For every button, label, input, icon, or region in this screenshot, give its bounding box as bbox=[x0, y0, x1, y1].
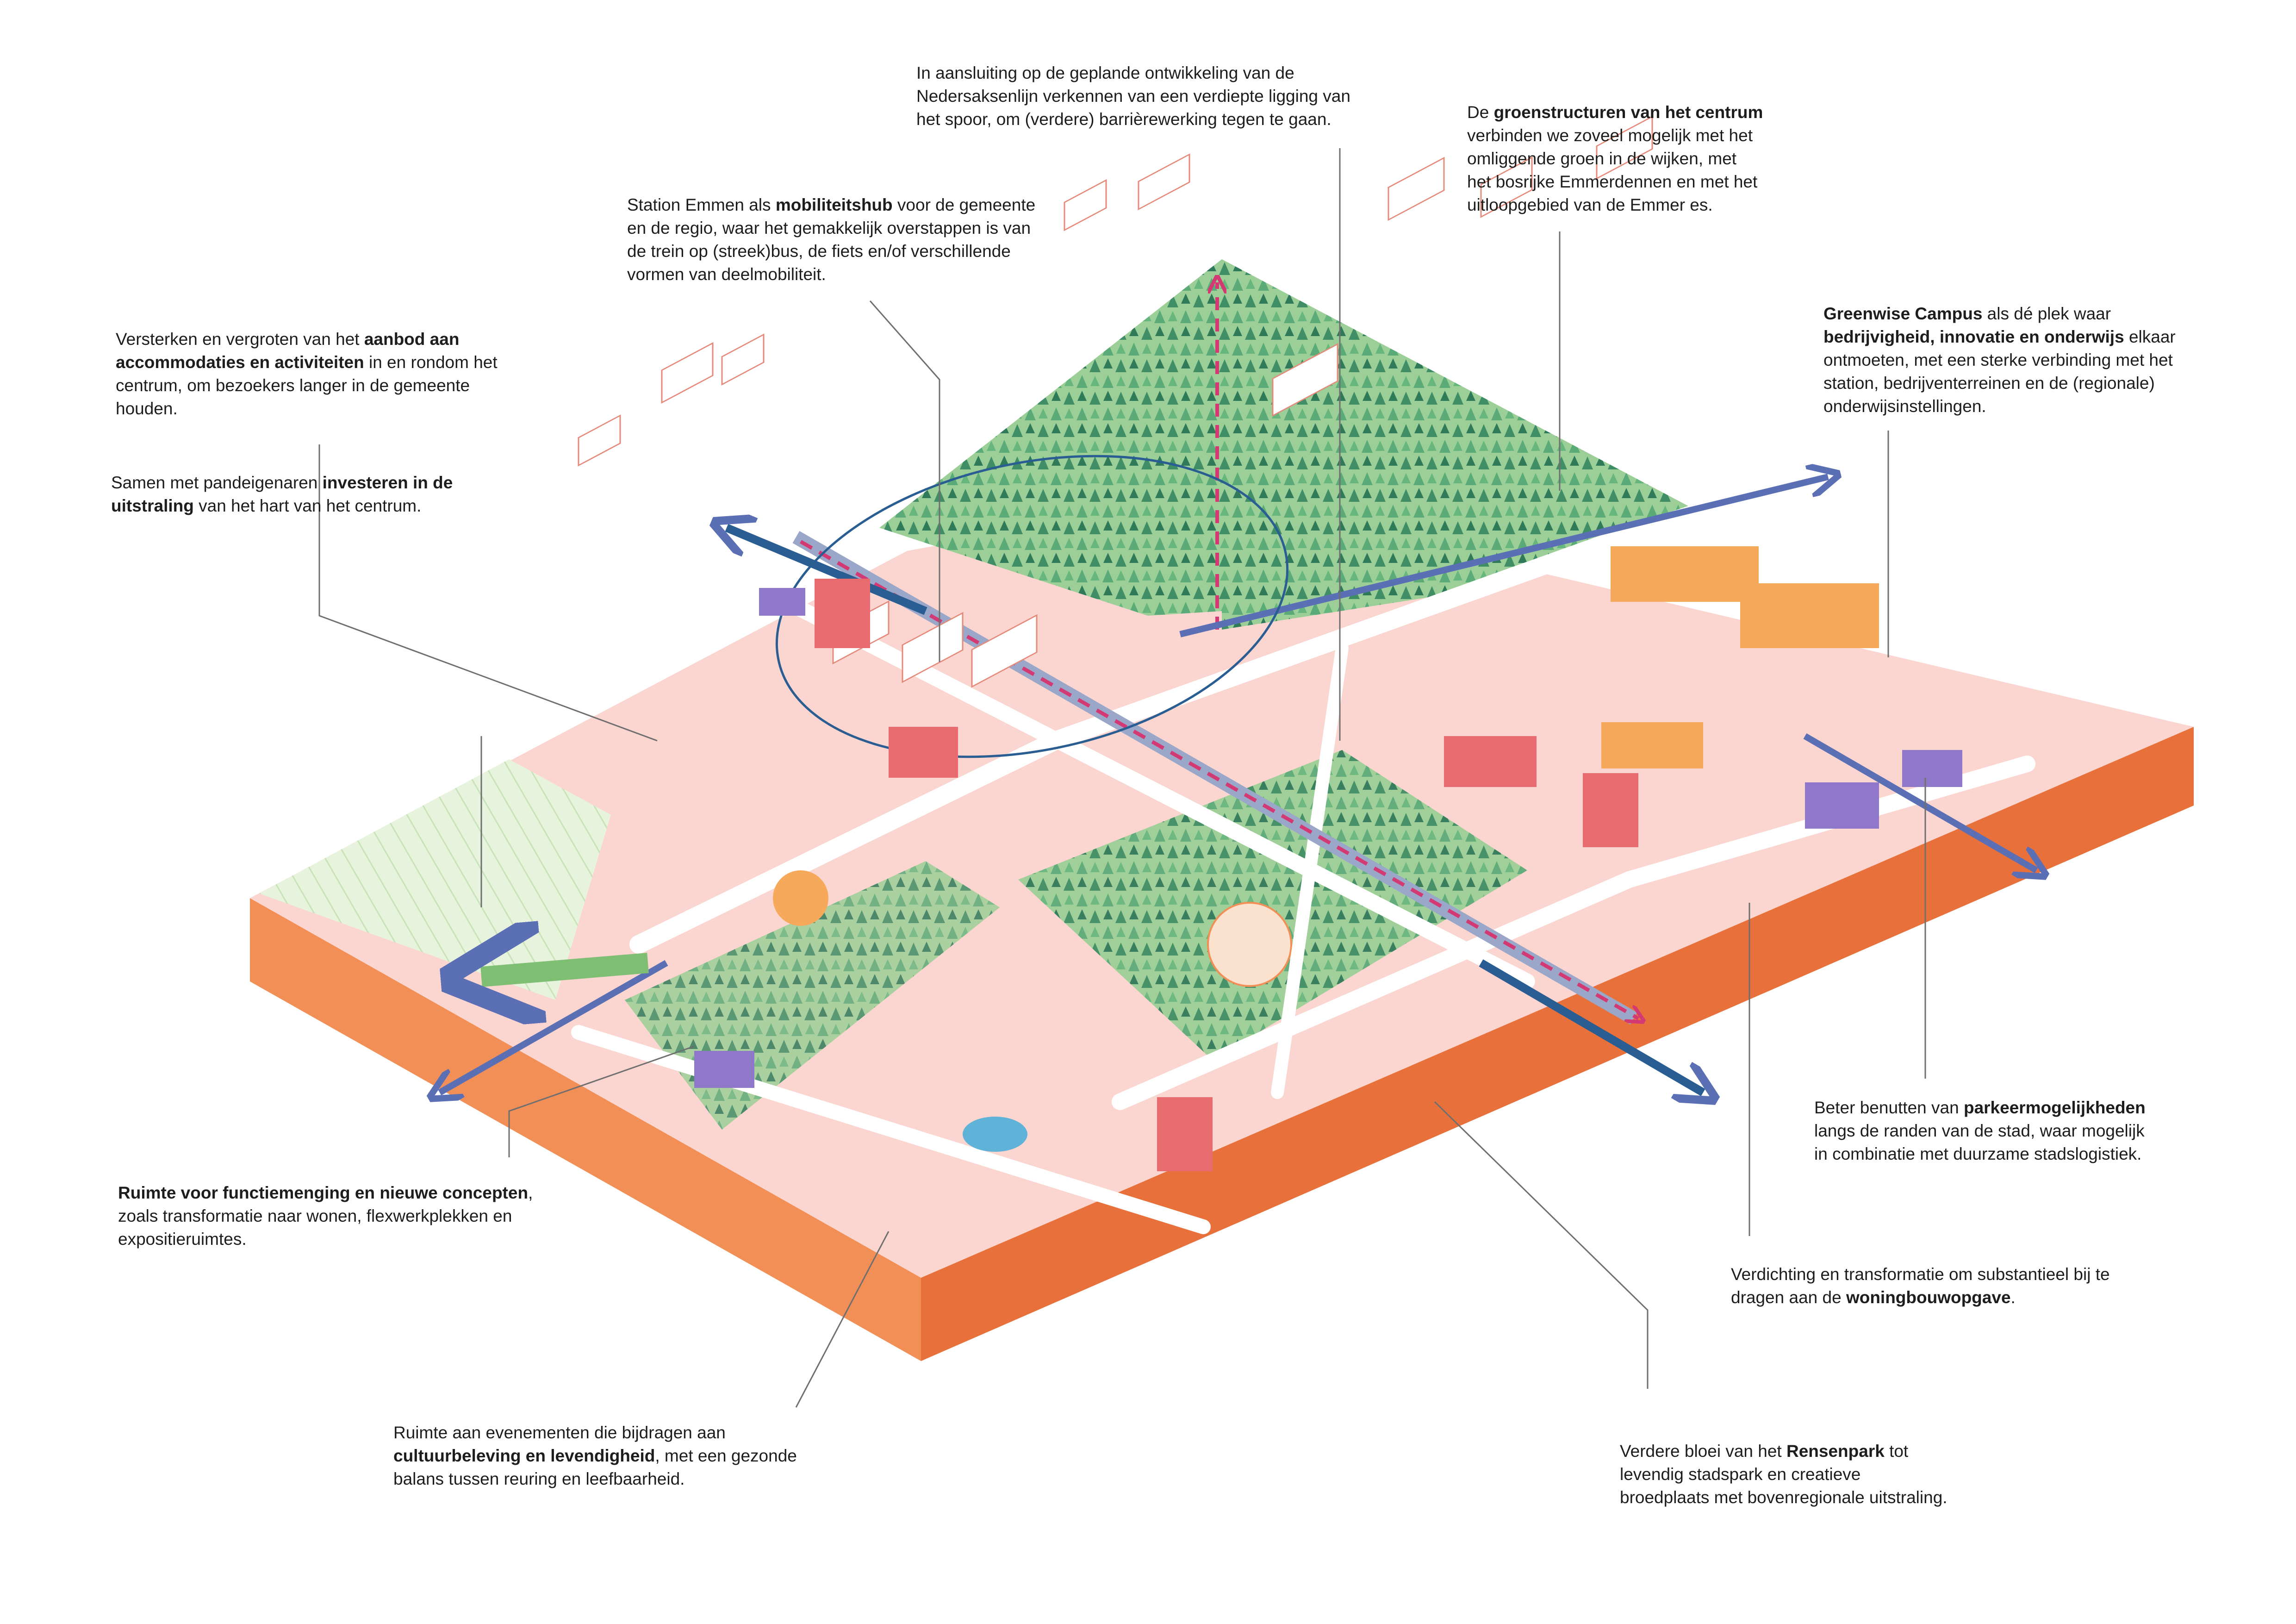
annotation-groenstructuren: De groenstructuren van het centrum verbi… bbox=[1467, 101, 1763, 217]
parking-hub-purple bbox=[759, 588, 805, 616]
campus-orange-2 bbox=[1740, 583, 1879, 648]
featured-buildings bbox=[694, 546, 1962, 1171]
annotation-text-run: verbinden we zoveel mogelijk met het oml… bbox=[1467, 126, 1758, 214]
arrow-southwest bbox=[440, 960, 668, 1093]
annotation-campus: Greenwise Campus als dé plek waar bedrij… bbox=[1823, 302, 2176, 418]
tower-orange-round bbox=[773, 870, 828, 926]
rensenpark bbox=[1018, 750, 1527, 1060]
annotation-text-run: woningbouwopgave bbox=[1846, 1288, 2011, 1307]
annotation-text-run: , zoals transformatie naar wonen, flexwe… bbox=[118, 1183, 533, 1249]
annotation-text-run: Ruimte aan evenementen die bijdragen aan bbox=[393, 1423, 726, 1442]
annotation-text-run: Beter benutten van bbox=[1814, 1098, 1964, 1117]
annotation-text-run: groenstructuren van het centrum bbox=[1493, 103, 1763, 122]
annotation-text-run: Station Emmen als bbox=[627, 195, 776, 214]
mobility-arrows bbox=[440, 455, 2036, 1093]
annotation-text-run: in en rondom het centrum, om bezoekers l… bbox=[116, 353, 498, 418]
annotation-text-run: van het hart van het centrum. bbox=[193, 496, 422, 515]
annotation-text-run: Verdichting en transformatie om substant… bbox=[1731, 1265, 2110, 1307]
arrow-northeast bbox=[1179, 477, 1828, 637]
houses bbox=[578, 115, 1653, 688]
arrow-east bbox=[1803, 733, 2036, 870]
annotation-text-run: bedrijvigheid, innovatie en onderwijs bbox=[1823, 327, 2124, 346]
railway bbox=[792, 282, 1638, 1025]
annotation-station: Station Emmen als mobiliteitshub voor de… bbox=[627, 194, 1035, 286]
annotation-text-run: als dé plek waar bbox=[1987, 304, 2111, 323]
annotation-text-run: , met een gezonde balans tussen reuring … bbox=[393, 1446, 797, 1488]
road-south bbox=[571, 1025, 1211, 1234]
annotation-text-run: voor de gemeente en de regio, waar het g… bbox=[627, 195, 1036, 284]
annotation-text-run: De bbox=[1467, 103, 1494, 122]
park-pavilion bbox=[1207, 902, 1292, 987]
annotation-verdichting: Verdichting en transformatie om substant… bbox=[1731, 1263, 2110, 1309]
annotation-text-run: investeren in de uitstraling bbox=[111, 473, 453, 515]
parking-purple-northeast bbox=[1902, 750, 1962, 787]
housing-red-center bbox=[889, 727, 958, 778]
campus-orange-1 bbox=[1611, 546, 1759, 602]
annotation-evenementen: Ruimte aan evenementen die bijdragen aan… bbox=[393, 1421, 797, 1491]
annotation-text-run: tot levendig stadspark en creatieve broe… bbox=[1620, 1442, 1948, 1507]
annotation-text-run: Versterken en vergroten van het bbox=[116, 330, 364, 349]
annotation-uitstraling: Samen met pandeigenaren investeren in de… bbox=[111, 471, 453, 518]
annotation-text-run: Ruimte voor functiemenging en nieuwe con… bbox=[118, 1183, 529, 1202]
annotation-text-run: langs de randen van de stad, waar mogeli… bbox=[1814, 1121, 2145, 1163]
housing-red-tower bbox=[1583, 773, 1638, 847]
pond bbox=[963, 1117, 1027, 1152]
annotation-text-run: . bbox=[2010, 1288, 2016, 1307]
leader-lines bbox=[318, 148, 1926, 1408]
annotation-text-run: Rensenpark bbox=[1786, 1442, 1885, 1461]
parking-purple-west bbox=[694, 1051, 754, 1088]
block-front-right bbox=[921, 727, 2194, 1361]
annotation-text-run: Verdere bloei van het bbox=[1620, 1442, 1786, 1461]
campus-orange-3 bbox=[1601, 722, 1703, 768]
annotation-text-run: parkeermogelijkheden bbox=[1963, 1098, 2146, 1117]
station-building-red bbox=[815, 579, 870, 648]
annotation-spoor: In aansluiting op de geplande ontwikkeli… bbox=[916, 62, 1350, 131]
annotation-aanbod: Versterken en vergroten van het aanbod a… bbox=[116, 328, 498, 420]
housing-red-east bbox=[1444, 736, 1537, 787]
arrow-northwest bbox=[727, 528, 927, 615]
annotation-text-run: aanbod aan accommodaties en activiteiten bbox=[116, 330, 460, 372]
annotation-rensenpark: Verdere bloei van het Rensenpark tot lev… bbox=[1620, 1440, 1948, 1509]
housing-red-south bbox=[1157, 1097, 1213, 1171]
annotation-text-run: mobiliteitshub bbox=[775, 195, 893, 214]
annotation-text-run: In aansluiting op de geplande ontwikkeli… bbox=[916, 63, 1350, 129]
arrow-southeast bbox=[1479, 959, 1703, 1093]
annotation-text-run: Samen met pandeigenaren bbox=[111, 473, 323, 492]
arrow-green-west bbox=[481, 963, 649, 977]
block-front-left bbox=[250, 898, 921, 1361]
annotation-text-run: Greenwise Campus bbox=[1823, 304, 1983, 323]
annotation-functiemenging: Ruimte voor functiemenging en nieuwe con… bbox=[118, 1181, 533, 1251]
road-north-south bbox=[1271, 642, 1349, 1099]
parking-purple-east bbox=[1805, 782, 1879, 829]
annotation-parkeer: Beter benutten van parkeermogelijkheden … bbox=[1814, 1096, 2146, 1166]
annotation-text-run: elkaar ontmoeten, met een sterke verbind… bbox=[1823, 327, 2176, 416]
annotation-text-run: cultuurbeleving en levendigheid bbox=[393, 1446, 655, 1465]
rail-dashed bbox=[800, 540, 1638, 1018]
mobility-orbit bbox=[775, 455, 1289, 758]
